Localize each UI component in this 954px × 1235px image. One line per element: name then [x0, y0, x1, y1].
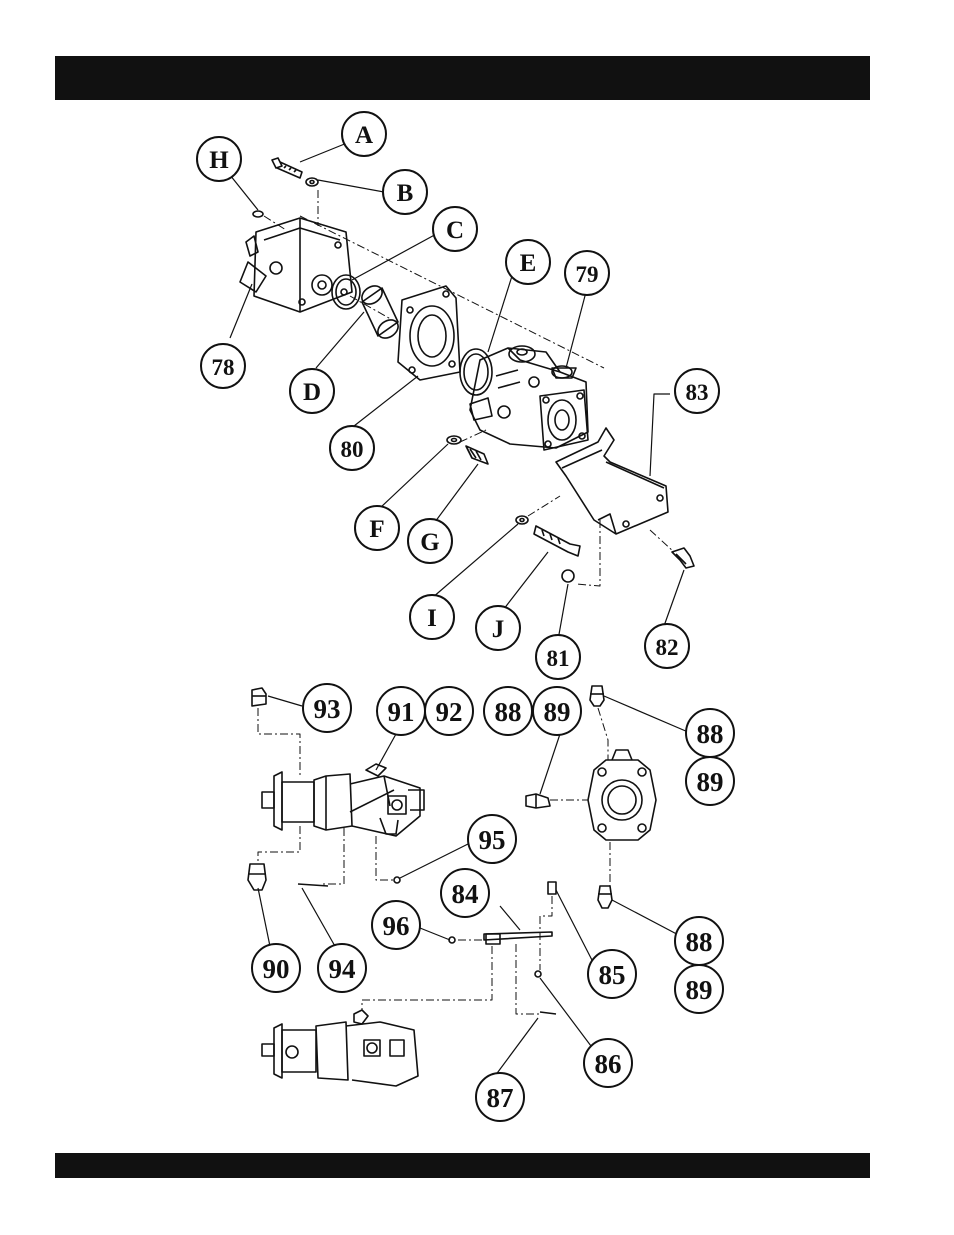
callout-C-label: C	[446, 217, 464, 244]
callout-81: 81	[536, 635, 580, 679]
callout-D: D	[290, 369, 334, 413]
callout-84-label: 84	[452, 879, 479, 909]
bracket-84-drawing	[484, 932, 552, 944]
bolt-g-drawing	[466, 446, 488, 464]
callout-D-label: D	[303, 379, 321, 406]
callout-79: 79	[565, 251, 609, 295]
callout-92: 92	[425, 687, 473, 735]
fitting-85-drawing	[548, 882, 556, 894]
nut-81-drawing	[562, 570, 574, 582]
adapter-plate-80-drawing	[398, 286, 460, 380]
callout-82: 82	[645, 624, 689, 668]
callout-E-label: E	[520, 250, 537, 277]
fitting-93-drawing	[252, 688, 266, 706]
gear-pump-drawing	[240, 218, 352, 312]
tandem-pump-lower-drawing	[262, 1010, 418, 1086]
callout-88-upper-right: 88	[686, 709, 734, 757]
callout-93: 93	[303, 684, 351, 732]
fitting-90-drawing	[248, 864, 266, 890]
piston-pump-drawing	[470, 346, 588, 450]
o-ring-c-drawing	[332, 275, 360, 309]
callout-E: E	[506, 240, 550, 284]
callout-87-label: 87	[487, 1083, 514, 1113]
callout-G-label: G	[420, 529, 439, 556]
callout-80-label: 80	[341, 437, 364, 462]
fitting-89-drawing	[526, 794, 550, 808]
callout-89-lower-right-label: 89	[686, 975, 713, 1005]
callout-F-label: F	[369, 516, 384, 543]
tandem-pump-upper-drawing	[262, 764, 424, 836]
bolt-j-drawing	[534, 526, 580, 556]
washer-b-drawing	[306, 178, 318, 186]
callout-94: 94	[318, 944, 366, 992]
callout-88-lower-right: 88	[675, 917, 723, 965]
callout-89-lower-right: 89	[675, 965, 723, 1013]
o-ring-e-drawing	[460, 349, 492, 395]
bolt-82-drawing	[672, 548, 694, 568]
callout-J-label: J	[492, 616, 505, 643]
callout-89-upper-left-label: 89	[544, 697, 571, 727]
fitting-88-bottom-drawing	[598, 886, 612, 908]
callout-J: J	[476, 606, 520, 650]
callout-G: G	[408, 519, 452, 563]
callout-88-upper-right-label: 88	[697, 719, 724, 749]
callout-95-label: 95	[479, 825, 506, 855]
callout-78: 78	[201, 344, 245, 388]
callout-82-label: 82	[656, 635, 679, 660]
callout-I: I	[410, 595, 454, 639]
callout-91-label: 91	[388, 697, 415, 727]
callout-80: 80	[330, 426, 374, 470]
callout-94-label: 94	[329, 954, 356, 984]
callout-89-upper-left: 89	[533, 687, 581, 735]
callout-93-label: 93	[314, 694, 341, 724]
plug-95-drawing	[394, 877, 400, 883]
callout-83-label: 83	[686, 380, 709, 405]
callout-90: 90	[252, 944, 300, 992]
callout-C: C	[433, 207, 477, 251]
callout-I-label: I	[427, 605, 437, 632]
callout-87: 87	[476, 1073, 524, 1121]
callout-86: 86	[584, 1039, 632, 1087]
callout-79-label: 79	[576, 262, 599, 287]
bolt-a-drawing	[272, 158, 302, 178]
callout-H: H	[197, 137, 241, 181]
callout-96: 96	[372, 901, 420, 949]
callout-88-lower-right-label: 88	[686, 927, 713, 957]
callout-86-label: 86	[595, 1049, 622, 1079]
callout-F: F	[355, 506, 399, 550]
callout-A: A	[342, 112, 386, 156]
callout-96-label: 96	[383, 911, 410, 941]
callout-83: 83	[675, 369, 719, 413]
bolt-87-drawing	[540, 1012, 556, 1014]
callout-H-label: H	[209, 147, 229, 174]
fitting-88-top-drawing	[590, 686, 604, 706]
callout-89-upper-right-label: 89	[697, 767, 724, 797]
callout-B-label: B	[397, 180, 414, 207]
callout-88-upper-left-label: 88	[495, 697, 522, 727]
callout-81-label: 81	[547, 646, 570, 671]
callout-89-upper-right: 89	[686, 757, 734, 805]
washer-i-drawing	[516, 516, 528, 524]
callout-92-label: 92	[436, 697, 463, 727]
valve-body-drawing	[588, 750, 656, 840]
callout-91: 91	[377, 687, 425, 735]
washer-f-drawing	[447, 436, 461, 444]
callout-A-label: A	[355, 122, 373, 149]
coupling-d-drawing	[358, 282, 401, 342]
callout-90-label: 90	[263, 954, 290, 984]
callout-B: B	[383, 170, 427, 214]
pin-h-drawing	[253, 211, 263, 217]
callout-88-upper-left: 88	[484, 687, 532, 735]
callout-85: 85	[588, 950, 636, 998]
callout-84: 84	[441, 869, 489, 917]
nut-86-drawing	[535, 971, 541, 977]
callout-85-label: 85	[599, 960, 626, 990]
callout-95: 95	[468, 815, 516, 863]
callout-78-label: 78	[212, 355, 235, 380]
